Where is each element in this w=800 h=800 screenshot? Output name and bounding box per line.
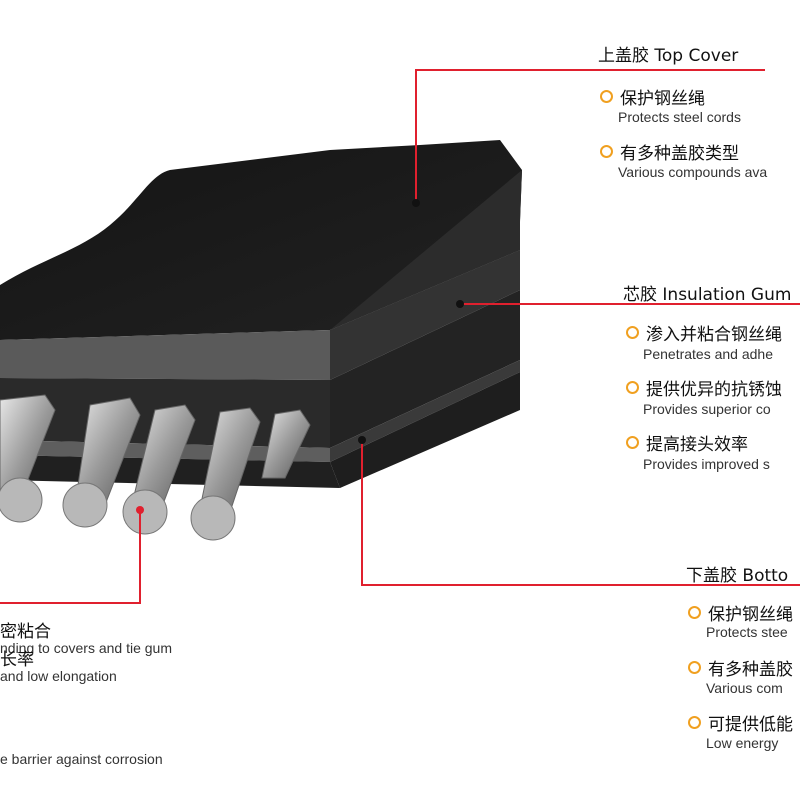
bottom-gum-side [330,360,520,462]
steel-cord-item-2-en: and low elongation [0,668,117,684]
bottom-cover-leader [361,440,800,586]
steel-cord-leader [0,510,141,604]
steel-cord-dot [136,506,144,514]
bullet-icon [688,606,701,619]
bullet-icon [600,90,613,103]
bottom-cover-item-2-zh: 有多种盖胶 [688,655,793,680]
insulation-gum-item-3-en: Provides improved s [643,456,770,472]
steel-cord-item-1-zh: 密粘合 [0,622,51,642]
insulation-gum-front [0,330,330,380]
bullet-icon [688,716,701,729]
bottom-cover-title: 下盖胶 Botto [686,566,789,586]
insulation-gum-item-1-en: Penetrates and adhe [643,346,773,362]
top-cover-item-1-en: Protects steel cords [618,109,741,125]
top-cover-item-1-zh: 保护钢丝绳 [600,84,705,109]
steel-cords [0,394,311,541]
insulation-gum-item-3-zh: 提高接头效率 [626,430,748,455]
cord-layer-side [330,290,520,448]
belt-cross-section [0,140,522,488]
bullet-icon [626,381,639,394]
insulation-gum-item-2-en: Provides superior co [643,401,771,417]
insulation-gum-dot [456,300,464,308]
bottom-cover-side [330,372,520,488]
top-cover-leader [415,69,765,203]
steel-cord [122,404,196,535]
bottom-cover-item-1-zh: 保护钢丝绳 [688,600,793,625]
insulation-gum-item-2-zh: 提供优异的抗锈蚀 [626,375,782,400]
steel-cord [190,407,261,541]
bottom-cover-item-3-zh: 可提供低能 [688,710,793,735]
bullet-icon [688,661,701,674]
leader-lines [0,69,800,604]
steel-cord [0,394,56,523]
steel-cord [62,397,141,528]
steel-cord-item-1-en: nding to covers and tie gum [0,640,172,656]
bottom-cover-item-3-en: Low energy [706,735,779,751]
bullet-icon [626,436,639,449]
top-cover-side [330,170,522,330]
top-cover-dot [412,199,420,207]
insulation-gum-side [330,250,520,380]
insulation-gum-item-1-zh: 渗入并粘合钢丝绳 [626,320,782,345]
bottom-cover-dot [358,436,366,444]
steel-cord-item-2-zh: 长率 [0,650,34,670]
steel-cord [261,409,311,479]
bullet-icon [626,326,639,339]
top-cover-item-2-zh: 有多种盖胶类型 [600,139,739,164]
bottom-cover-item-1-en: Protects stee [706,624,788,640]
steel-cord-item-3-en: e barrier against corrosion [0,751,163,767]
leader-dots [136,199,464,514]
top-cover-item-2-en: Various compounds ava [618,164,768,180]
bullet-icon [600,145,613,158]
bottom-cover-item-2-en: Various com [706,680,783,696]
insulation-gum-title: 芯胶 Insulation Gum [623,285,792,305]
top-cover-title: 上盖胶 Top Cover [598,46,739,66]
